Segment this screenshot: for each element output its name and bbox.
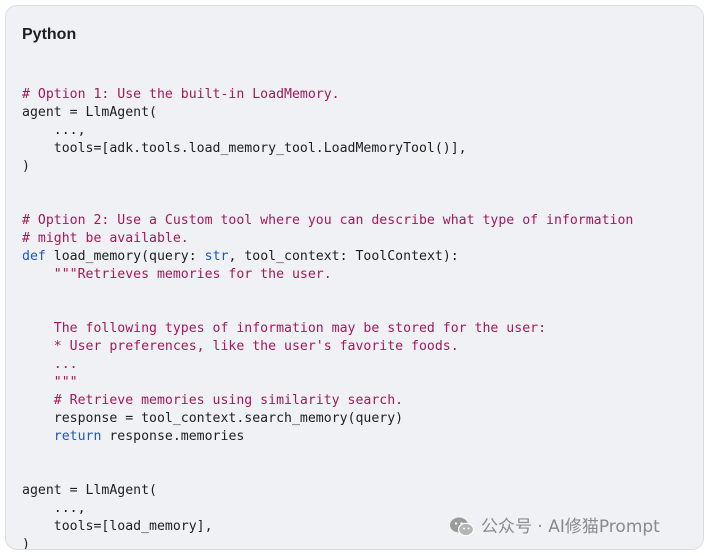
- code-line: agent = LlmAgent(: [22, 482, 633, 500]
- code-token-plain: ...,: [22, 501, 86, 516]
- code-token-comment: # Option 2: Use a Custom tool where you …: [22, 213, 634, 228]
- code-line: return response.memories: [22, 428, 633, 446]
- code-card: Python # Option 1: Use the built-in Load…: [5, 5, 704, 550]
- code-token-keyword: return: [53, 429, 102, 444]
- code-line: tools=[adk.tools.load_memory_tool.LoadMe…: [22, 140, 633, 158]
- code-line: def load_memory(query: str, tool_context…: [22, 248, 633, 266]
- code-line: [22, 302, 633, 320]
- code-token-plain: load_memory(query:: [45, 249, 205, 264]
- code-token-plain: agent = LlmAgent(: [22, 483, 157, 498]
- code-token-comment: # Retrieve memories using similarity sea…: [22, 393, 404, 408]
- code-line: [22, 446, 633, 464]
- code-line: """: [22, 374, 633, 392]
- code-token-comment: # Option 1: Use the built-in LoadMemory.: [22, 87, 340, 102]
- code-token-comment: # might be available.: [22, 231, 189, 246]
- code-line: [22, 464, 633, 482]
- code-line: response = tool_context.search_memory(qu…: [22, 410, 633, 428]
- code-line: ): [22, 158, 633, 176]
- code-token-plain: tools=[adk.tools.load_memory_tool.LoadMe…: [22, 141, 467, 156]
- code-token-plain: ...,: [22, 123, 86, 138]
- code-token-string: The following types of information may b…: [22, 321, 547, 336]
- code-line: [22, 176, 633, 194]
- code-token-string: """Retrieves memories for the user.: [22, 267, 332, 282]
- code-line: # might be available.: [22, 230, 633, 248]
- code-line: agent = LlmAgent(: [22, 104, 633, 122]
- code-token-plain: [22, 429, 54, 444]
- code-line: """Retrieves memories for the user.: [22, 266, 633, 284]
- code-line: tools=[load_memory],: [22, 518, 633, 536]
- code-line: ...: [22, 356, 633, 374]
- code-token-plain: response.memories: [101, 429, 245, 444]
- code-line: ...,: [22, 122, 633, 140]
- code-line: # Retrieve memories using similarity sea…: [22, 392, 633, 410]
- code-line: [22, 68, 633, 86]
- wechat-icon: [449, 516, 475, 538]
- code-token-plain: agent = LlmAgent(: [22, 105, 157, 120]
- code-line: The following types of information may b…: [22, 320, 633, 338]
- code-line: [22, 284, 633, 302]
- code-token-plain: , tool_context: ToolContext):: [228, 249, 459, 264]
- code-token-builtin: str: [204, 249, 229, 264]
- code-line: # Option 2: Use a Custom tool where you …: [22, 212, 633, 230]
- code-token-plain: ): [22, 537, 30, 550]
- code-token-plain: tools=[load_memory],: [22, 519, 213, 534]
- code-token-string: """: [22, 375, 78, 390]
- code-token-keyword: def: [22, 249, 46, 264]
- code-token-string: * User preferences, like the user's favo…: [22, 339, 459, 354]
- watermark: 公众号 · AI修猫Prompt: [449, 515, 660, 539]
- code-line: ): [22, 536, 633, 550]
- watermark-text: 公众号 · AI修猫Prompt: [481, 517, 660, 537]
- code-token-string: ...: [22, 357, 78, 372]
- code-line: # Option 1: Use the built-in LoadMemory.: [22, 86, 633, 104]
- code-token-plain: ): [22, 159, 30, 174]
- code-line: * User preferences, like the user's favo…: [22, 338, 633, 356]
- code-token-plain: response = tool_context.search_memory(qu…: [22, 411, 404, 426]
- code-line: [22, 194, 633, 212]
- code-block[interactable]: # Option 1: Use the built-in LoadMemory.…: [22, 68, 633, 550]
- code-line: ...,: [22, 500, 633, 518]
- code-language-label: Python: [22, 26, 77, 43]
